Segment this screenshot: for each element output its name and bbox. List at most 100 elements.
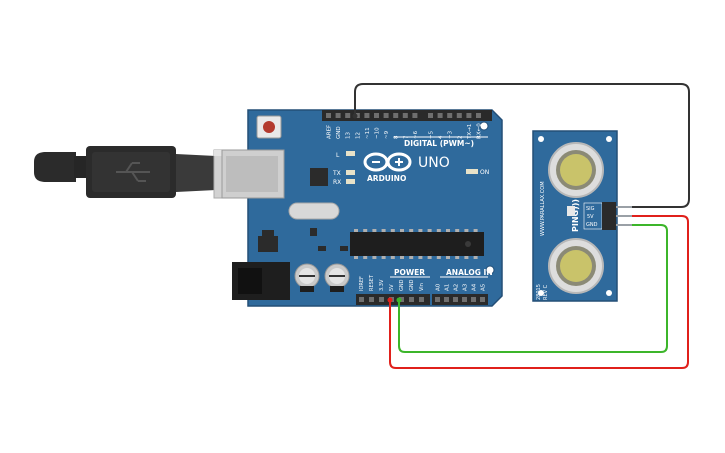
header-pin-hole[interactable] [335, 113, 341, 118]
sensor-pin-header[interactable] [602, 202, 616, 230]
wire-signal-end [352, 113, 358, 119]
analog-pin-label: A2 [454, 284, 460, 291]
mcu-leg [446, 229, 450, 232]
sensor-pin-label-gnd: GND [586, 222, 598, 228]
mounting-hole [479, 121, 489, 131]
smd-component [340, 246, 348, 251]
header-pin-hole[interactable] [402, 113, 408, 118]
header-pin-hole[interactable] [456, 113, 462, 118]
header-pin-hole[interactable] [383, 113, 389, 118]
header-pin-hole[interactable] [435, 297, 440, 302]
mcu-notch [465, 241, 471, 247]
digital-pin-label: TX→1 [467, 124, 473, 140]
analog-header[interactable] [432, 294, 488, 305]
arduino-model: UNO [418, 155, 450, 171]
mcu-leg [409, 229, 414, 232]
mounting-hole [485, 265, 495, 275]
header-pin-hole[interactable] [409, 297, 414, 302]
microcontroller-legs [354, 229, 478, 259]
atmega-microcontroller [350, 232, 484, 256]
usb-cable-tail [34, 152, 76, 182]
digital-pin-label: RX←0 [477, 123, 483, 139]
sensor-mount-hole [538, 136, 544, 142]
header-pin-hole[interactable] [476, 113, 481, 118]
header-pin-hole[interactable] [428, 113, 433, 118]
sensor-name: PING))) [571, 199, 580, 232]
led-label-l: L [336, 152, 340, 159]
digital-pin-label: ~3 [448, 130, 454, 139]
header-pin-hole[interactable] [419, 297, 424, 302]
digital-pin-label: 13 [346, 132, 352, 139]
wire-signal[interactable] [354, 83, 690, 208]
mcu-leg [446, 256, 450, 259]
led-tx [346, 170, 355, 175]
header-pin-hole[interactable] [364, 113, 370, 118]
led-rx [346, 179, 355, 184]
header-pin-hole[interactable] [412, 113, 418, 118]
header-pin-hole[interactable] [437, 113, 443, 118]
header-pin-hole[interactable] [393, 113, 399, 118]
mcu-leg [427, 229, 432, 232]
sensor-logo-chip [567, 206, 575, 216]
header-pin-hole[interactable] [453, 297, 458, 302]
digital-pin-label: ~6 [413, 130, 419, 139]
header-pin-hole[interactable] [462, 297, 467, 302]
power-pin-label: IOREF [359, 276, 365, 291]
capacitor [324, 263, 350, 292]
arduino-logo-icon [363, 152, 412, 172]
header-pin-hole[interactable] [374, 113, 379, 118]
mcu-leg [400, 256, 404, 259]
power-pin-label: RESET [369, 274, 375, 291]
voltage-regulator-tab [262, 230, 274, 237]
header-pin-hole[interactable] [447, 113, 453, 118]
header-pin-hole[interactable] [471, 297, 476, 302]
mcu-leg [372, 256, 377, 259]
sensor-part-number: 28015 [536, 284, 542, 300]
led-label-on: ON [480, 169, 489, 176]
header-pin-hole[interactable] [466, 113, 472, 118]
crystal-oscillator [288, 202, 340, 220]
power-label: POWER [394, 268, 425, 277]
mcu-leg [473, 229, 478, 232]
mcu-leg [390, 256, 395, 259]
transducer-top [548, 142, 604, 198]
sensor-mount-hole [538, 290, 544, 296]
digital-header-label: DIGITAL (PWM~) [404, 139, 474, 148]
transducer-bottom [548, 238, 604, 294]
header-pin-hole[interactable] [444, 297, 449, 302]
usb-cable-strain-relief [74, 156, 88, 178]
arduino-brand: ARDUINO [367, 174, 406, 183]
wire-ground[interactable] [398, 224, 668, 353]
led-l [346, 151, 355, 156]
digital-pin-label: ~10 [375, 127, 381, 139]
header-pin-hole[interactable] [399, 297, 404, 302]
wire-power[interactable] [389, 215, 689, 369]
header-pin-hole[interactable] [359, 297, 364, 302]
led-label-tx: TX [332, 170, 341, 177]
analog-pin-label: A0 [436, 283, 442, 291]
header-pin-hole[interactable] [379, 297, 384, 302]
mcu-leg [372, 229, 377, 232]
header-pin-hole[interactable] [345, 113, 351, 118]
header-pin-hole[interactable] [326, 113, 331, 118]
mcu-leg [418, 229, 423, 232]
power-pin-label: 3.3V [379, 279, 385, 291]
digital-pin-label: ~11 [365, 127, 371, 139]
power-pin-label: GND [399, 279, 405, 291]
mcu-leg [427, 256, 432, 259]
ping-ultrasonic-sensor[interactable]: WWW.PARALLAX.COM PING))) 28015 REV C SIG… [532, 130, 632, 302]
mcu-leg [363, 256, 368, 259]
power-pin-label: GND [409, 279, 415, 291]
analog-pin-label: A1 [445, 284, 451, 291]
led-on [466, 169, 478, 174]
header-pin-hole[interactable] [369, 297, 374, 302]
mcu-leg [381, 256, 386, 259]
sensor-maker: WWW.PARALLAX.COM [540, 181, 546, 236]
reset-button[interactable] [263, 121, 275, 133]
sensor-pin-label-sig: SIG [586, 206, 595, 212]
mcu-leg [455, 256, 460, 259]
header-pin-hole[interactable] [480, 297, 485, 302]
digital-pin-label: 12 [355, 132, 361, 139]
usb-b-jack-inner [226, 156, 278, 192]
